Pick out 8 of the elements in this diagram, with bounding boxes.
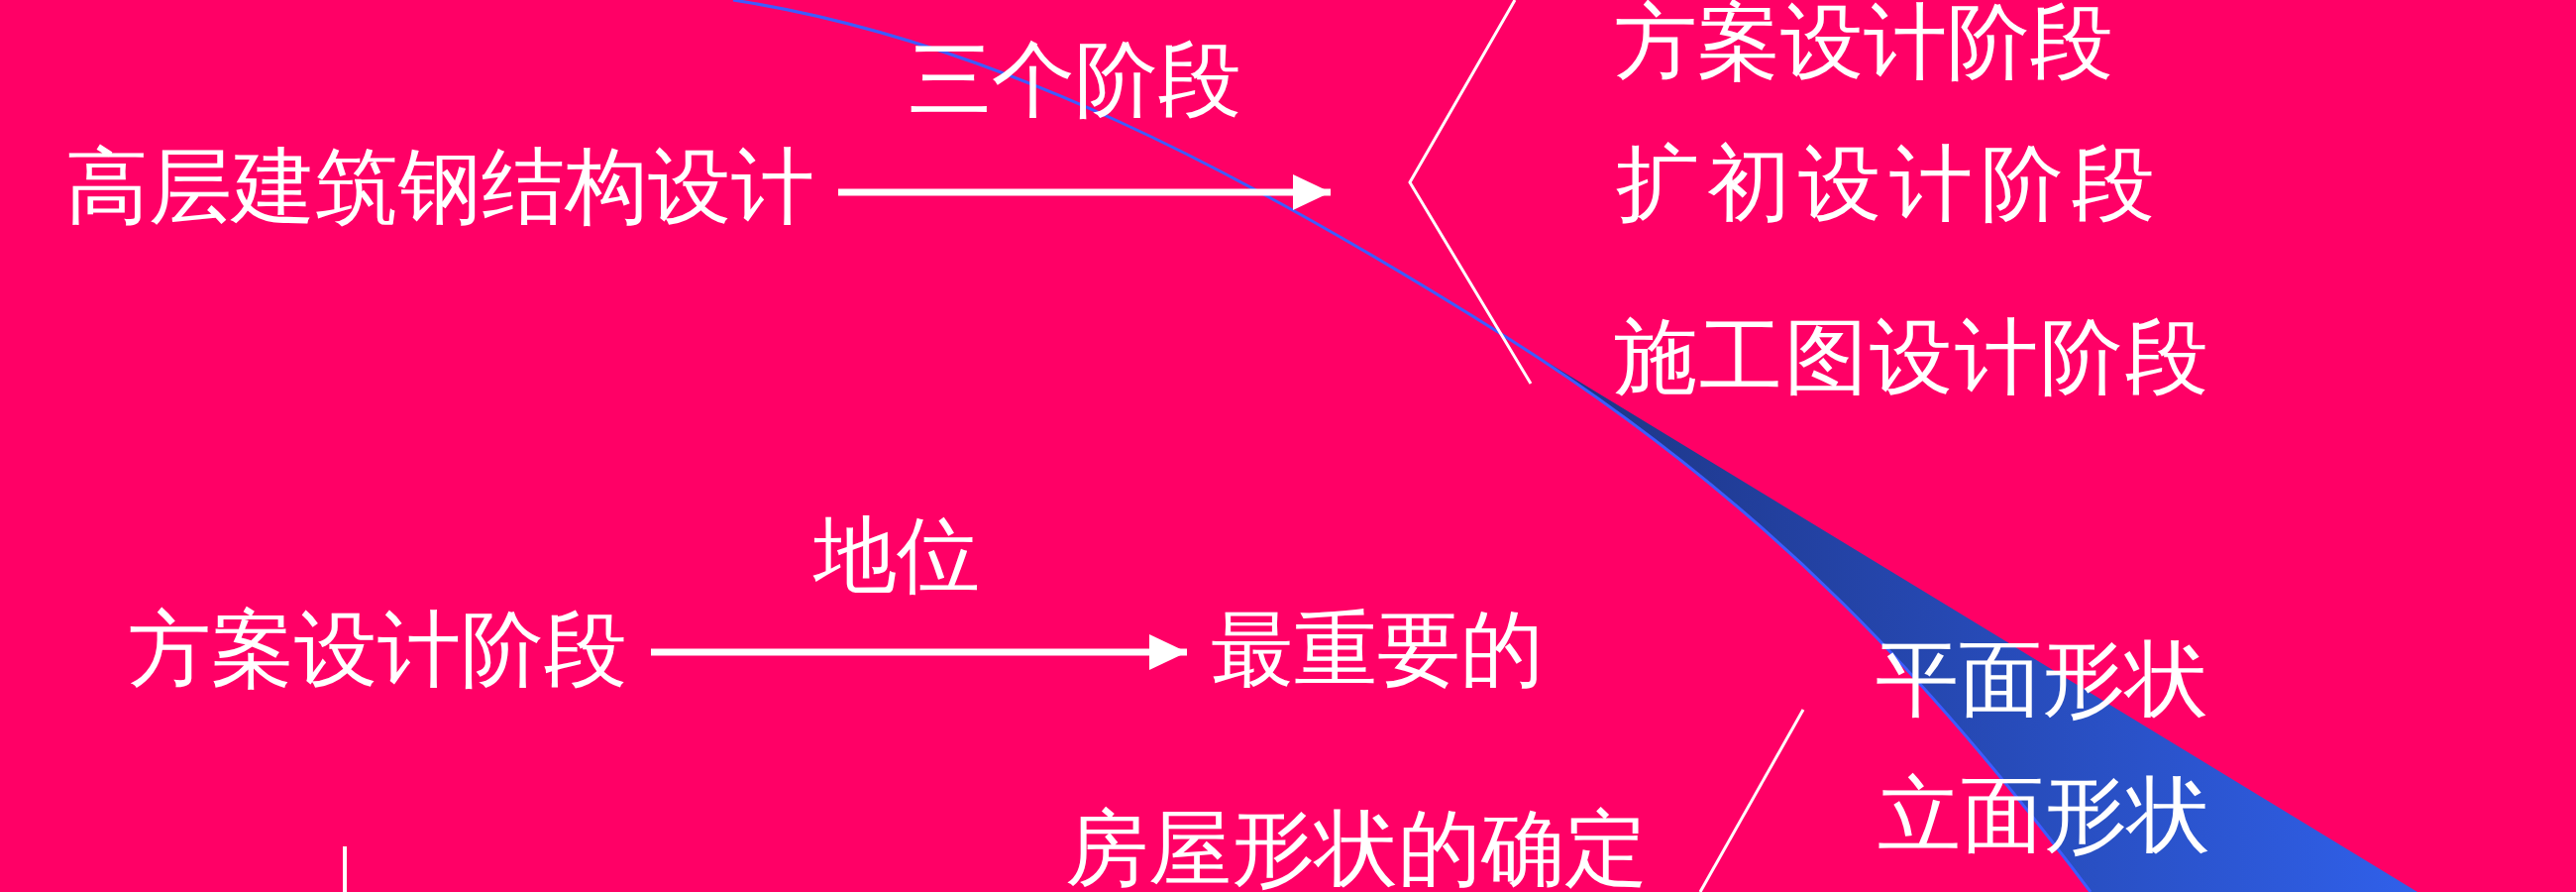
item-text: 房屋形状的确定 [1065, 807, 1648, 890]
concept-text: 高层建筑钢结构设计 [42, 145, 838, 228]
item-text: 扩初设计阶段 [1616, 142, 2163, 225]
edge-label: 地位 [813, 513, 980, 597]
concept-text: 方案设计阶段 [104, 608, 651, 691]
concept-text: 最重要的 [1187, 608, 1567, 691]
item-text: 立面形状 [1878, 773, 2210, 856]
item-text: 施工图设计阶段 [1614, 315, 2210, 398]
